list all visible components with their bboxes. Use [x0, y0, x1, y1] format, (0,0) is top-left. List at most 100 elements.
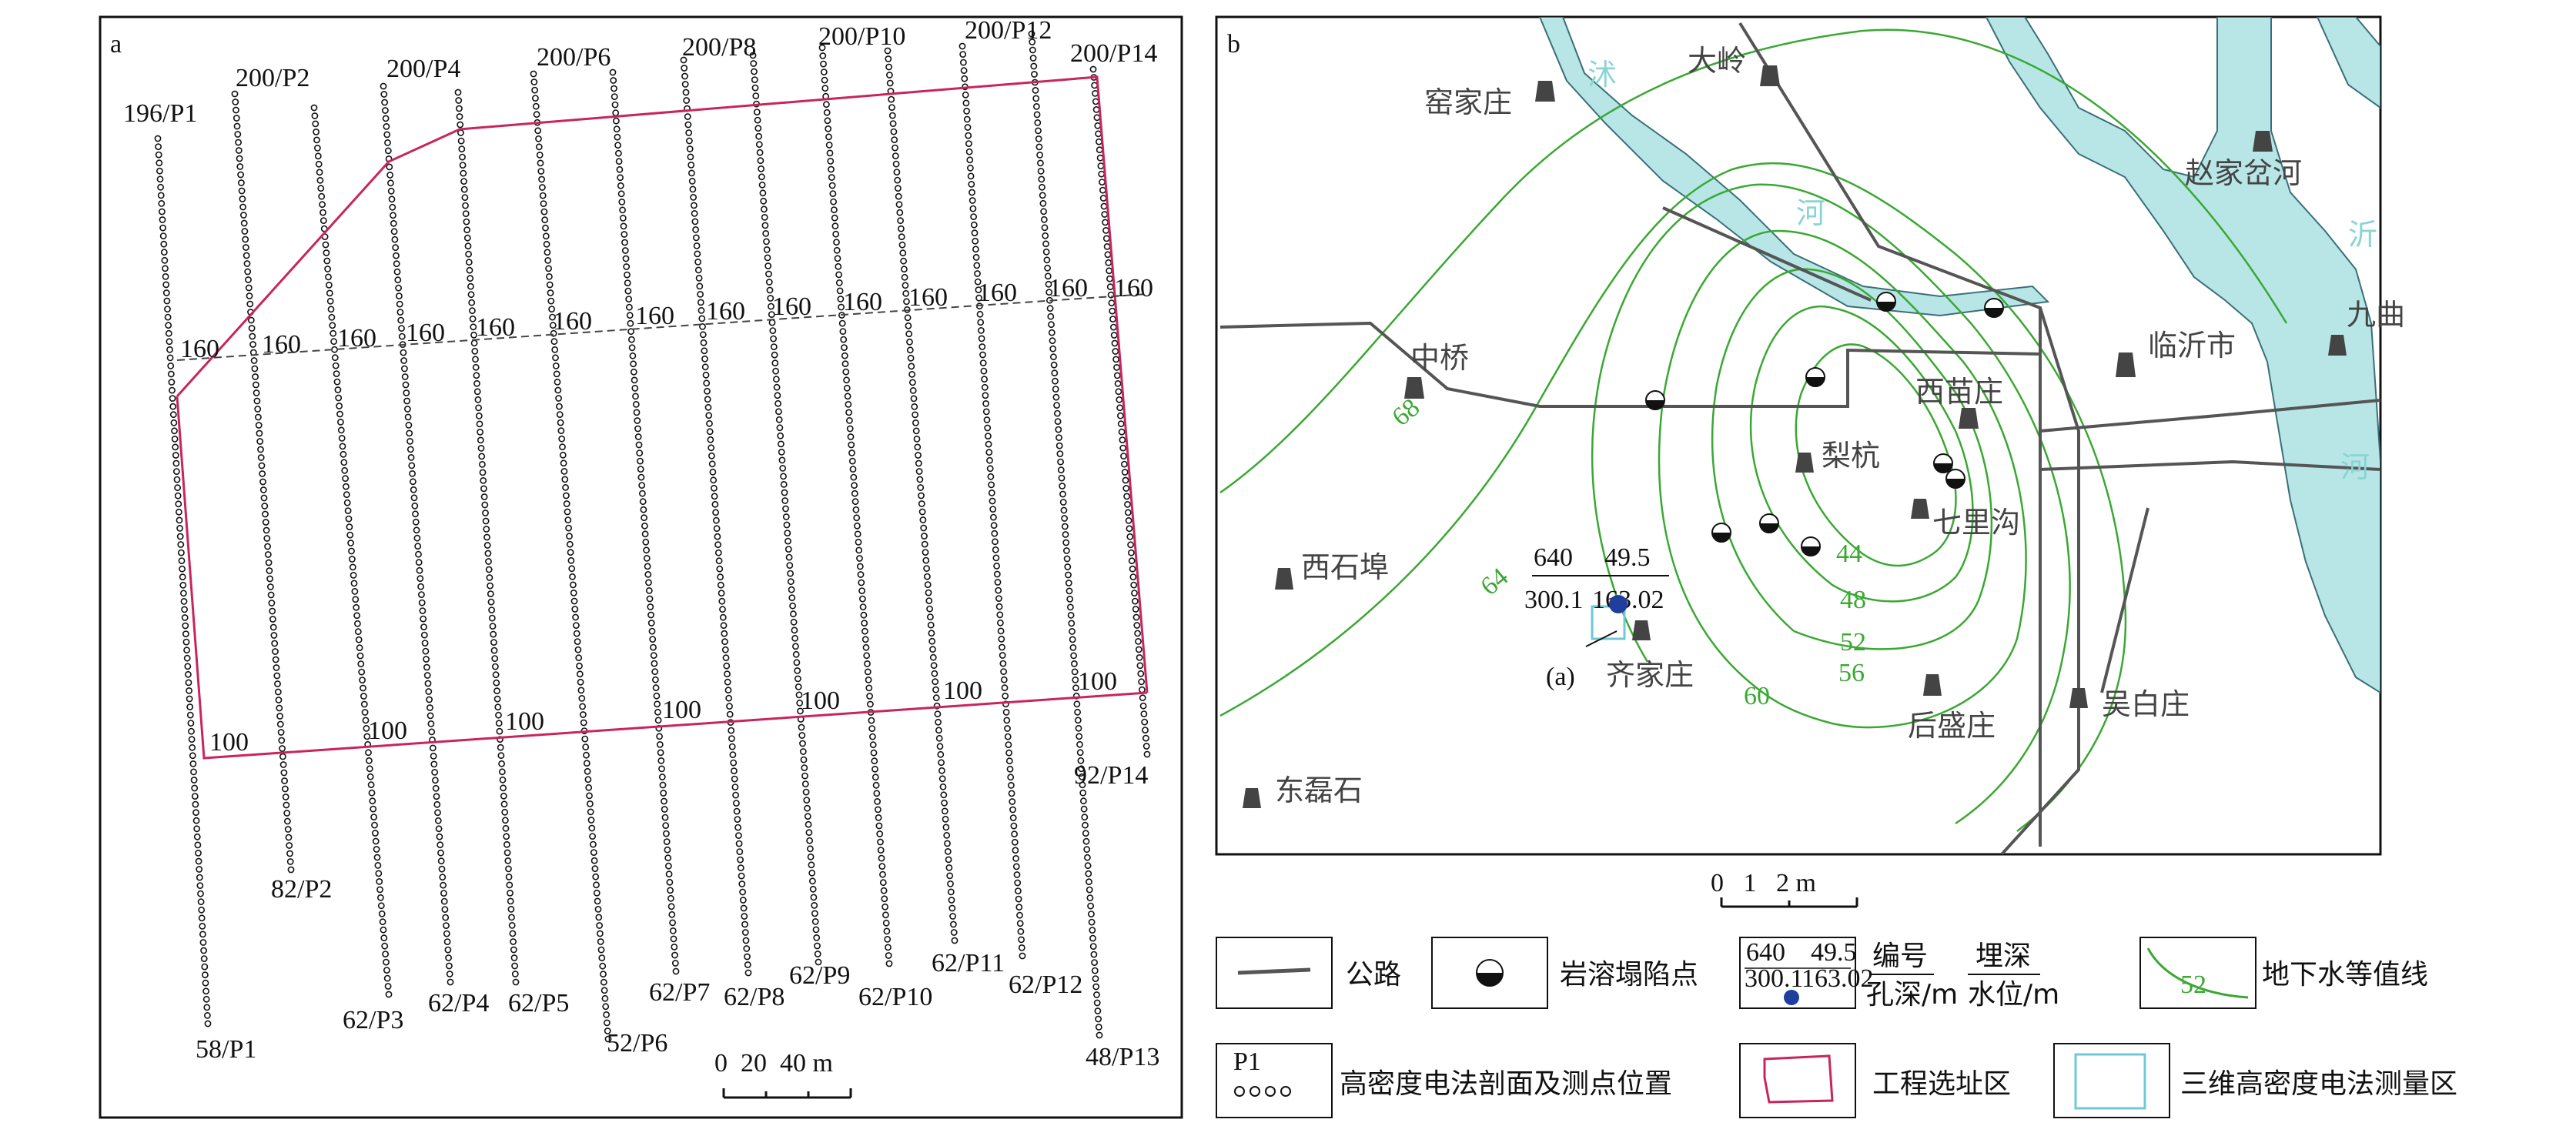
survey-point [763, 238, 770, 246]
survey-point [865, 677, 872, 683]
survey-point [177, 549, 185, 556]
survey-point [792, 650, 800, 658]
survey-point [266, 567, 273, 574]
survey-point [618, 198, 626, 205]
line-top-label: 196/P1 [123, 99, 197, 128]
survey-point [1102, 226, 1109, 234]
survey-point [1009, 806, 1016, 814]
survey-point [287, 866, 295, 874]
survey-point [403, 389, 410, 396]
survey-point [259, 486, 267, 493]
survey-point [1065, 580, 1072, 586]
survey-point [910, 395, 918, 403]
survey-point [323, 257, 331, 265]
survey-point [1137, 670, 1145, 677]
line-bottom-label: 62/P10 [858, 983, 932, 1011]
survey-point [198, 914, 206, 922]
survey-point [406, 446, 414, 453]
survey-point [661, 806, 668, 813]
village-icon [2328, 335, 2347, 356]
survey-point [184, 670, 192, 678]
survey-point [431, 769, 438, 776]
survey-point [483, 542, 491, 549]
survey-point [398, 325, 405, 332]
survey-point [552, 354, 559, 362]
survey-point [1052, 393, 1060, 401]
survey-point [1091, 82, 1098, 89]
mark-100: 100 [943, 677, 982, 705]
survey-point [629, 352, 637, 359]
survey-point [1142, 743, 1150, 750]
survey-point [473, 372, 480, 379]
survey-point [906, 346, 914, 354]
settlement: 七里沟 [1911, 499, 2020, 540]
survey-point [183, 654, 191, 662]
survey-point [556, 411, 564, 418]
survey-point [1011, 830, 1018, 838]
survey-point [758, 165, 764, 172]
survey-point [196, 866, 203, 873]
survey-point [238, 187, 246, 195]
survey-point [791, 634, 798, 642]
survey-point [728, 727, 735, 734]
survey-point [858, 587, 865, 594]
panel-a-frame [99, 15, 1183, 1119]
survey-point [907, 354, 915, 362]
survey-point [443, 930, 450, 937]
survey-point [923, 565, 930, 572]
survey-point [169, 403, 177, 410]
survey-point [1005, 749, 1012, 757]
scale-bar-a-label: 0 20 40 m [714, 1049, 833, 1078]
survey-point [854, 530, 861, 538]
panel-a: a 160 160 160 160 160 160 160 160 160 16… [99, 15, 1183, 1119]
survey-point [284, 826, 292, 833]
line-labels: 196/P1 58/P1 200/P2 82/P2 62/P3 200/P4 6… [123, 16, 1159, 1071]
survey-point [780, 473, 787, 480]
survey-point [542, 232, 550, 240]
survey-point [1045, 289, 1053, 296]
survey-point [1004, 725, 1011, 732]
survey-point [498, 768, 506, 776]
survey-point [563, 492, 570, 500]
survey-point [873, 790, 881, 797]
legend-borehole-n2: 49.5 [1811, 938, 1857, 967]
survey-point [683, 97, 691, 104]
legend-profile-box [1216, 1043, 1333, 1118]
survey-point [488, 606, 495, 613]
line-bottom-label: 62/P11 [932, 949, 1005, 977]
survey-point [831, 214, 838, 222]
survey-point [611, 85, 617, 92]
survey-point [272, 656, 279, 663]
survey-point [888, 112, 896, 119]
karst-points [1645, 292, 2004, 556]
survey-point [423, 672, 431, 679]
survey-point [479, 469, 487, 476]
survey-point [1029, 38, 1036, 45]
karst-collapse-icon [1759, 513, 1779, 533]
survey-point [493, 695, 501, 703]
survey-point [886, 79, 894, 87]
survey-point [784, 530, 791, 536]
survey-point [781, 497, 789, 504]
survey-point [475, 413, 483, 419]
survey-point [418, 591, 425, 598]
survey-point [412, 510, 419, 518]
survey-point [1029, 46, 1036, 54]
survey-point [440, 881, 447, 889]
survey-point [851, 482, 858, 489]
survey-point [462, 210, 470, 217]
survey-point [1129, 565, 1136, 573]
survey-point [698, 315, 706, 322]
survey-point [350, 572, 357, 579]
survey-point [624, 287, 632, 295]
survey-point [392, 244, 400, 252]
survey-point [236, 155, 243, 162]
survey-point [921, 540, 928, 548]
survey-point [1029, 55, 1037, 62]
survey-point [962, 91, 969, 99]
survey-point [627, 328, 634, 336]
survey-point [993, 570, 1001, 578]
survey-point [382, 115, 390, 122]
survey-point [264, 543, 271, 550]
survey-point [334, 386, 342, 393]
